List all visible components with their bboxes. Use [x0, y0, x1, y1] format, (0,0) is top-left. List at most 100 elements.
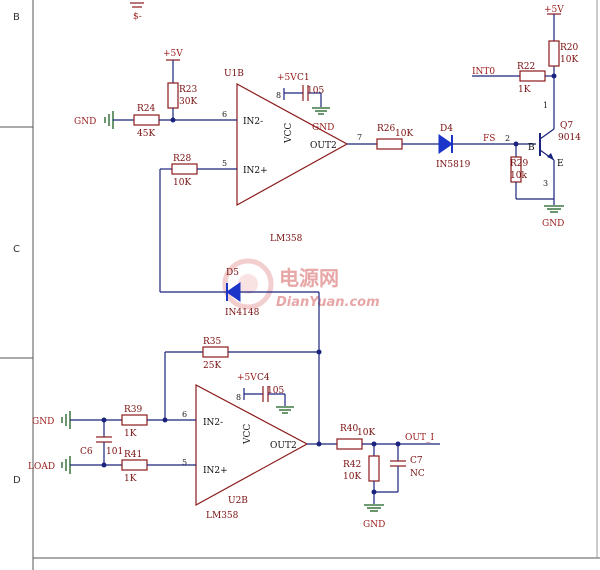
r26-resistor — [376, 138, 403, 150]
r35-value: 25K — [203, 361, 221, 371]
u2b-part: LM358 — [206, 511, 239, 521]
u1b-ref: U1B — [224, 69, 244, 79]
watermark-chinese: 电源网 — [279, 266, 339, 290]
d4-ref: D4 — [440, 124, 453, 134]
u2b-pin-8: 8 — [236, 393, 241, 402]
load-net-label: LOAD — [28, 462, 55, 472]
u2b-out-label: OUT2 — [270, 441, 297, 451]
u2b-opamp — [195, 384, 309, 507]
d4-diode — [438, 134, 453, 154]
u1b-out-label: OUT2 — [310, 141, 337, 151]
r41-ref: R41 — [124, 450, 142, 460]
c7-value: NC — [410, 469, 425, 479]
gnd-label-r24: GND — [74, 117, 96, 127]
c4-ref: C4 — [257, 373, 270, 383]
u1b-pin-8: 8 — [276, 91, 281, 100]
watermark-logo — [222, 258, 274, 310]
r40-ref: R40 — [340, 424, 359, 434]
q7-emitter-label: E — [557, 159, 564, 169]
zone-label-c: C — [13, 244, 20, 255]
r28-value: 10K — [173, 178, 191, 188]
r23-ref: R23 — [179, 85, 198, 95]
u1b-pin-5: 5 — [222, 159, 227, 168]
u2b-pin-6: 6 — [182, 410, 187, 419]
r29-ref: R29 — [510, 159, 529, 169]
u2b-in-minus-label: IN2- — [203, 418, 223, 428]
r28-resistor — [171, 163, 198, 175]
top-partial-symbol — [130, 2, 144, 8]
c7-ref: C7 — [410, 456, 423, 466]
d4-value: IN5819 — [436, 160, 471, 170]
r40-value: 10K — [357, 428, 375, 438]
u1b-pin-7: 7 — [357, 133, 362, 142]
r26-ref: R26 — [377, 124, 396, 134]
r41-resistor — [121, 459, 148, 471]
u1b-part: LM358 — [270, 234, 303, 244]
u2b-vcc-label: VCC — [243, 424, 253, 445]
r22-resistor — [519, 70, 546, 82]
q7-pin-3: 3 — [543, 179, 548, 188]
u1b-vcc-net: +5V — [277, 73, 297, 83]
r29-value: 10k — [510, 171, 527, 181]
r22-value: 1K — [518, 85, 531, 95]
u2b-vcc-net: +5V — [237, 373, 257, 383]
r22-ref: R22 — [517, 62, 535, 72]
r23-vcc-net: +5V — [163, 49, 183, 59]
u1b-vcc-label: VCC — [284, 123, 294, 144]
r26-value: 10K — [395, 129, 413, 139]
q7-pin-1: 1 — [543, 101, 548, 110]
r20-vcc-net: +5V — [544, 5, 564, 15]
c1-ground-symbol — [312, 107, 330, 115]
r20-value: 10K — [560, 55, 578, 65]
c1-value: 105 — [307, 86, 324, 96]
out-gnd-label: GND — [363, 520, 385, 530]
q7-transistor — [539, 128, 555, 161]
q7-pin-2: 2 — [505, 134, 510, 143]
gnd-symbol-r39 — [61, 411, 71, 429]
int0-net-label: INT0 — [472, 67, 495, 77]
r39-ref: R39 — [124, 405, 143, 415]
u1b-opamp — [236, 82, 349, 207]
r23-resistor — [167, 82, 179, 109]
r23-value: 30K — [179, 97, 197, 107]
q7-gnd-label: GND — [542, 219, 564, 229]
r41-value: 1K — [124, 474, 137, 484]
u2b-ref: U2B — [228, 496, 248, 506]
top-partial-label: $- — [133, 12, 142, 22]
gnd-symbol-r24 — [104, 111, 114, 129]
watermark-english: DianYuan.com — [276, 295, 380, 310]
r28-ref: R28 — [173, 154, 192, 164]
r39-resistor — [121, 414, 148, 426]
u1b-pin-6: 6 — [222, 110, 227, 119]
q7-ref: Q7 — [560, 121, 573, 131]
out-ground-symbol — [364, 504, 384, 512]
out-i-net-label: OUT_I — [405, 433, 434, 443]
c6-ref: C6 — [80, 447, 93, 457]
zone-label-d: D — [13, 475, 21, 486]
r20-ref: R20 — [560, 43, 579, 53]
load-input-symbol — [61, 456, 71, 474]
c6-value: 101 — [106, 447, 123, 457]
d5-value: IN4148 — [225, 308, 260, 318]
r20-resistor — [548, 40, 560, 67]
q7-value: 9014 — [558, 133, 581, 143]
d5-ref: D5 — [226, 268, 239, 278]
r40-resistor — [336, 438, 363, 450]
c6-capacitor — [96, 436, 112, 443]
r24-value: 45K — [137, 129, 155, 139]
r42-resistor — [368, 455, 380, 482]
r39-value: 1K — [124, 429, 137, 439]
r24-ref: R24 — [137, 104, 156, 114]
u2b-in-plus-label: IN2+ — [203, 466, 228, 476]
r24-resistor — [133, 114, 160, 126]
q7-ground-symbol — [544, 205, 564, 213]
c4-ground-symbol — [276, 406, 294, 414]
u1b-in-minus-label: IN2- — [243, 117, 263, 127]
gnd-label-r39: GND — [32, 417, 54, 427]
r35-resistor — [202, 346, 229, 358]
fs-net-label: FS — [483, 134, 495, 144]
r42-value: 10K — [343, 472, 361, 482]
u1b-in-plus-label: IN2+ — [243, 166, 268, 176]
